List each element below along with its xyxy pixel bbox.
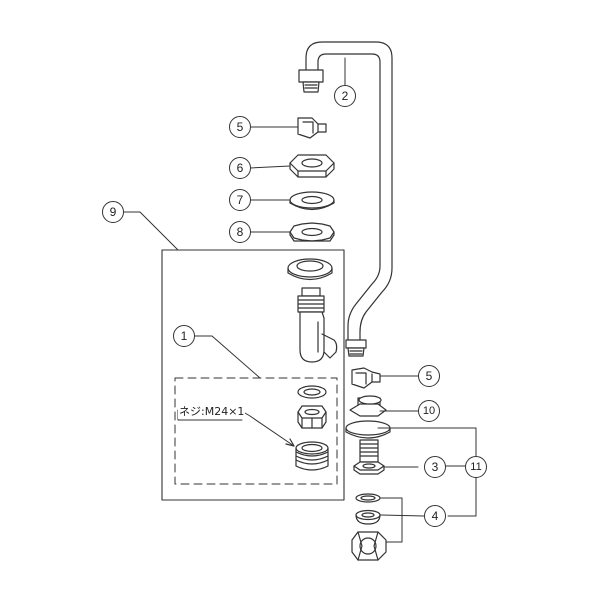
- hex-nut-part-6: [289, 154, 335, 178]
- callout-2: 2: [334, 85, 356, 107]
- callout-5-upper: 5: [229, 116, 251, 138]
- callout-9: 9: [102, 201, 124, 223]
- flange-body-part-11: [345, 420, 391, 463]
- callout-1: 1: [173, 325, 195, 347]
- callout-5-lower: 5: [418, 365, 440, 387]
- callout-7: 7: [229, 189, 251, 211]
- clip-part-5-lower: [351, 367, 381, 389]
- callout-3: 3: [424, 456, 446, 478]
- rubber-ring: [287, 258, 333, 281]
- callout-10: 10: [418, 400, 440, 422]
- clip-part-5-upper: [297, 117, 327, 139]
- inner-nut: [297, 405, 327, 429]
- thread-spec-label: ネジ:M24×1: [178, 403, 246, 419]
- callout-8: 8: [229, 221, 251, 243]
- leader-lines: [123, 57, 477, 543]
- cap-nut-part-4: [351, 531, 387, 561]
- callout-11: 11: [465, 456, 487, 478]
- washer-part-7: [289, 191, 335, 211]
- callout-6: 6: [229, 157, 251, 179]
- lock-washer-part-8: [289, 222, 335, 242]
- supply-pipe-part-2: [298, 41, 393, 357]
- inner-o-ring: [297, 385, 327, 399]
- packing-part-4: [355, 509, 381, 525]
- lock-nut-part-3: [353, 461, 385, 475]
- threaded-adapter: [295, 441, 329, 471]
- assembly-part-9-frame: [161, 249, 345, 501]
- valve-body: [297, 287, 338, 363]
- fitting-part-10: [349, 395, 387, 417]
- washer-part-4: [355, 493, 381, 503]
- callout-4: 4: [424, 505, 446, 527]
